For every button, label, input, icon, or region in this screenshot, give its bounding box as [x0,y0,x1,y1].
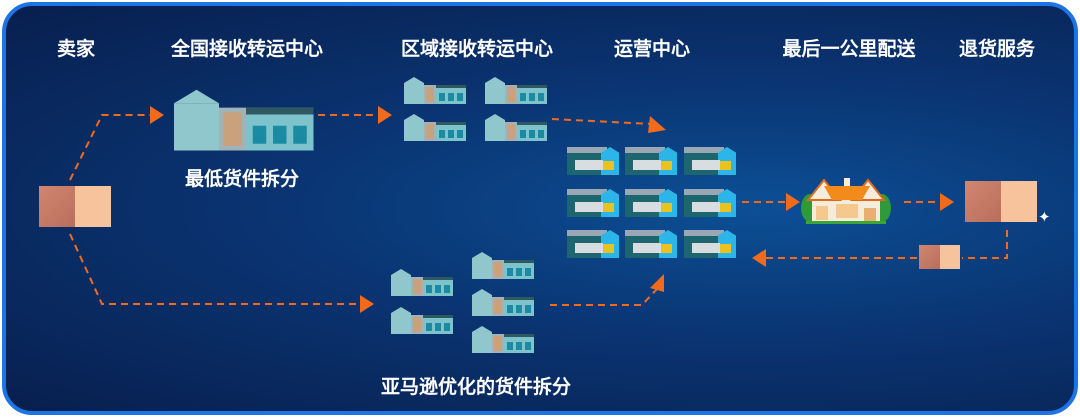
warehouse-icon [391,269,453,296]
fulfillment-center-icon [567,189,619,217]
stage-operation-center: 运营中心 [613,38,691,60]
fulfillment-center-icon [625,147,677,175]
arrow-regional-to-operation [551,118,653,125]
house-icon [801,178,891,224]
fulfillment-center-icon [684,147,736,175]
arrow-bottom-to-operation [550,287,659,306]
fulfillment-center-icon [625,189,677,217]
warehouse-icon [472,326,534,353]
national-warehouse-icon [174,89,314,151]
warehouse-icon [485,114,547,141]
fulfillment-center-icon [625,230,677,258]
stage-last-mile: 最后一公里配送 [782,38,916,60]
caption-top-split: 最低货件拆分 [184,168,300,190]
stage-national-center: 全国接收转运中心 [170,38,324,60]
arrow-seller-to-regional-bottom [69,233,362,305]
arrow-return-flow [764,230,1008,259]
warehouse-icon [404,77,466,104]
warehouse-icon [485,77,547,104]
warehouse-icon [472,289,534,316]
sparkle-icon: ✦ [1038,208,1051,226]
warehouse-icon [472,252,534,279]
caption-bottom-split: 亚马逊优化的货件拆分 [380,376,572,398]
seller-box-icon [39,186,111,227]
arrow-seller-to-national [69,114,152,181]
fulfillment-center-icon [684,230,736,258]
customer-box-icon [965,181,1037,222]
fulfillment-center-icon [567,147,619,175]
stage-regional-center: 区域接收转运中心 [400,38,554,60]
return-box-icon [919,245,960,269]
fulfillment-center-icon [567,230,619,258]
stage-seller: 卖家 [56,38,96,60]
fulfillment-center-icon [684,189,736,217]
warehouse-icon [404,114,466,141]
warehouse-icon [391,307,453,334]
stage-returns: 退货服务 [958,38,1036,60]
